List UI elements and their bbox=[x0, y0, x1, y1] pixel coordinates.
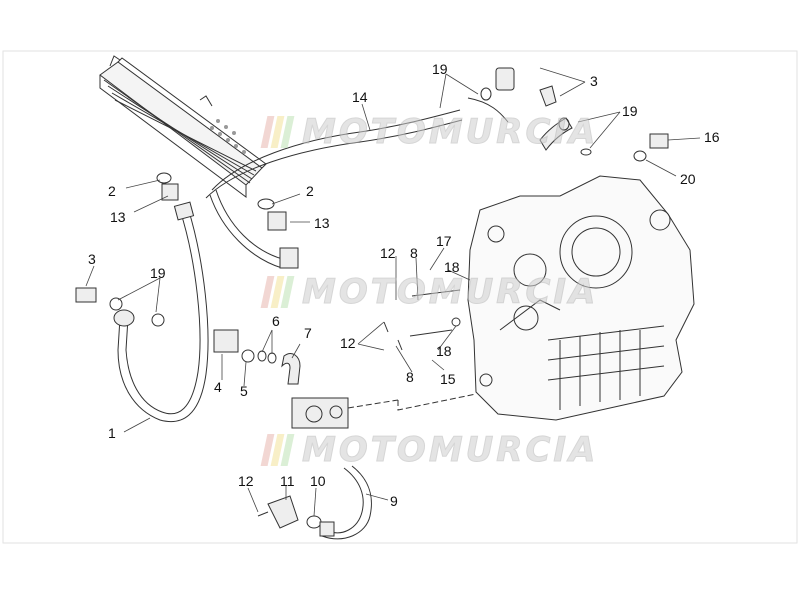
watermark-bottom: MOTOMURCIA bbox=[260, 430, 596, 471]
callout-15: 15 bbox=[440, 371, 456, 387]
callout-5: 5 bbox=[240, 383, 248, 399]
callout-19: 19 bbox=[150, 265, 166, 281]
callout-19: 19 bbox=[432, 61, 448, 77]
callout-2: 2 bbox=[306, 183, 314, 199]
callout-19: 19 bbox=[622, 103, 638, 119]
leader-lines bbox=[85, 67, 701, 517]
callout-16: 16 bbox=[704, 129, 720, 145]
oil-radiator bbox=[99, 55, 267, 198]
engine-crankcase bbox=[467, 175, 695, 421]
watermark-top: MOTOMURCIA bbox=[260, 112, 596, 153]
watermark-text: MOTOMURCIA bbox=[301, 112, 599, 153]
callout-13: 13 bbox=[314, 215, 330, 231]
callout-2: 2 bbox=[108, 183, 116, 199]
center-fittings bbox=[213, 329, 301, 385]
callout-4: 4 bbox=[214, 379, 222, 395]
watermark-text: MOTOMURCIA bbox=[301, 272, 599, 313]
callout-7: 7 bbox=[304, 325, 312, 341]
watermark-middle: MOTOMURCIA bbox=[260, 272, 596, 313]
callout-12: 12 bbox=[238, 473, 254, 489]
callout-18: 18 bbox=[436, 343, 452, 359]
callout-8: 8 bbox=[406, 369, 414, 385]
oil-hose-1 bbox=[113, 201, 209, 423]
oil-pump bbox=[291, 393, 477, 429]
callout-10: 10 bbox=[310, 473, 326, 489]
callout-14: 14 bbox=[352, 89, 368, 105]
watermark-stripes bbox=[260, 276, 298, 308]
callout-1: 1 bbox=[108, 425, 116, 441]
watermark-text: MOTOMURCIA bbox=[301, 430, 599, 471]
callout-17: 17 bbox=[436, 233, 452, 249]
callout-8: 8 bbox=[410, 245, 418, 261]
callout-18: 18 bbox=[444, 259, 460, 275]
upper-fittings bbox=[467, 67, 669, 162]
callout-9: 9 bbox=[390, 493, 398, 509]
oil-hose-14 bbox=[205, 109, 463, 269]
left-fittings bbox=[75, 172, 287, 327]
callout-3: 3 bbox=[590, 73, 598, 89]
callout-13: 13 bbox=[110, 209, 126, 225]
watermark-stripes bbox=[260, 116, 298, 148]
callout-12: 12 bbox=[380, 245, 396, 261]
watermark-stripes bbox=[260, 434, 298, 466]
bolts bbox=[383, 289, 461, 351]
lower-parts bbox=[257, 465, 372, 540]
callout-20: 20 bbox=[680, 171, 696, 187]
callout-11: 11 bbox=[280, 473, 295, 489]
callout-6: 6 bbox=[272, 313, 280, 329]
callout-12: 12 bbox=[340, 335, 356, 351]
callout-3: 3 bbox=[88, 251, 96, 267]
